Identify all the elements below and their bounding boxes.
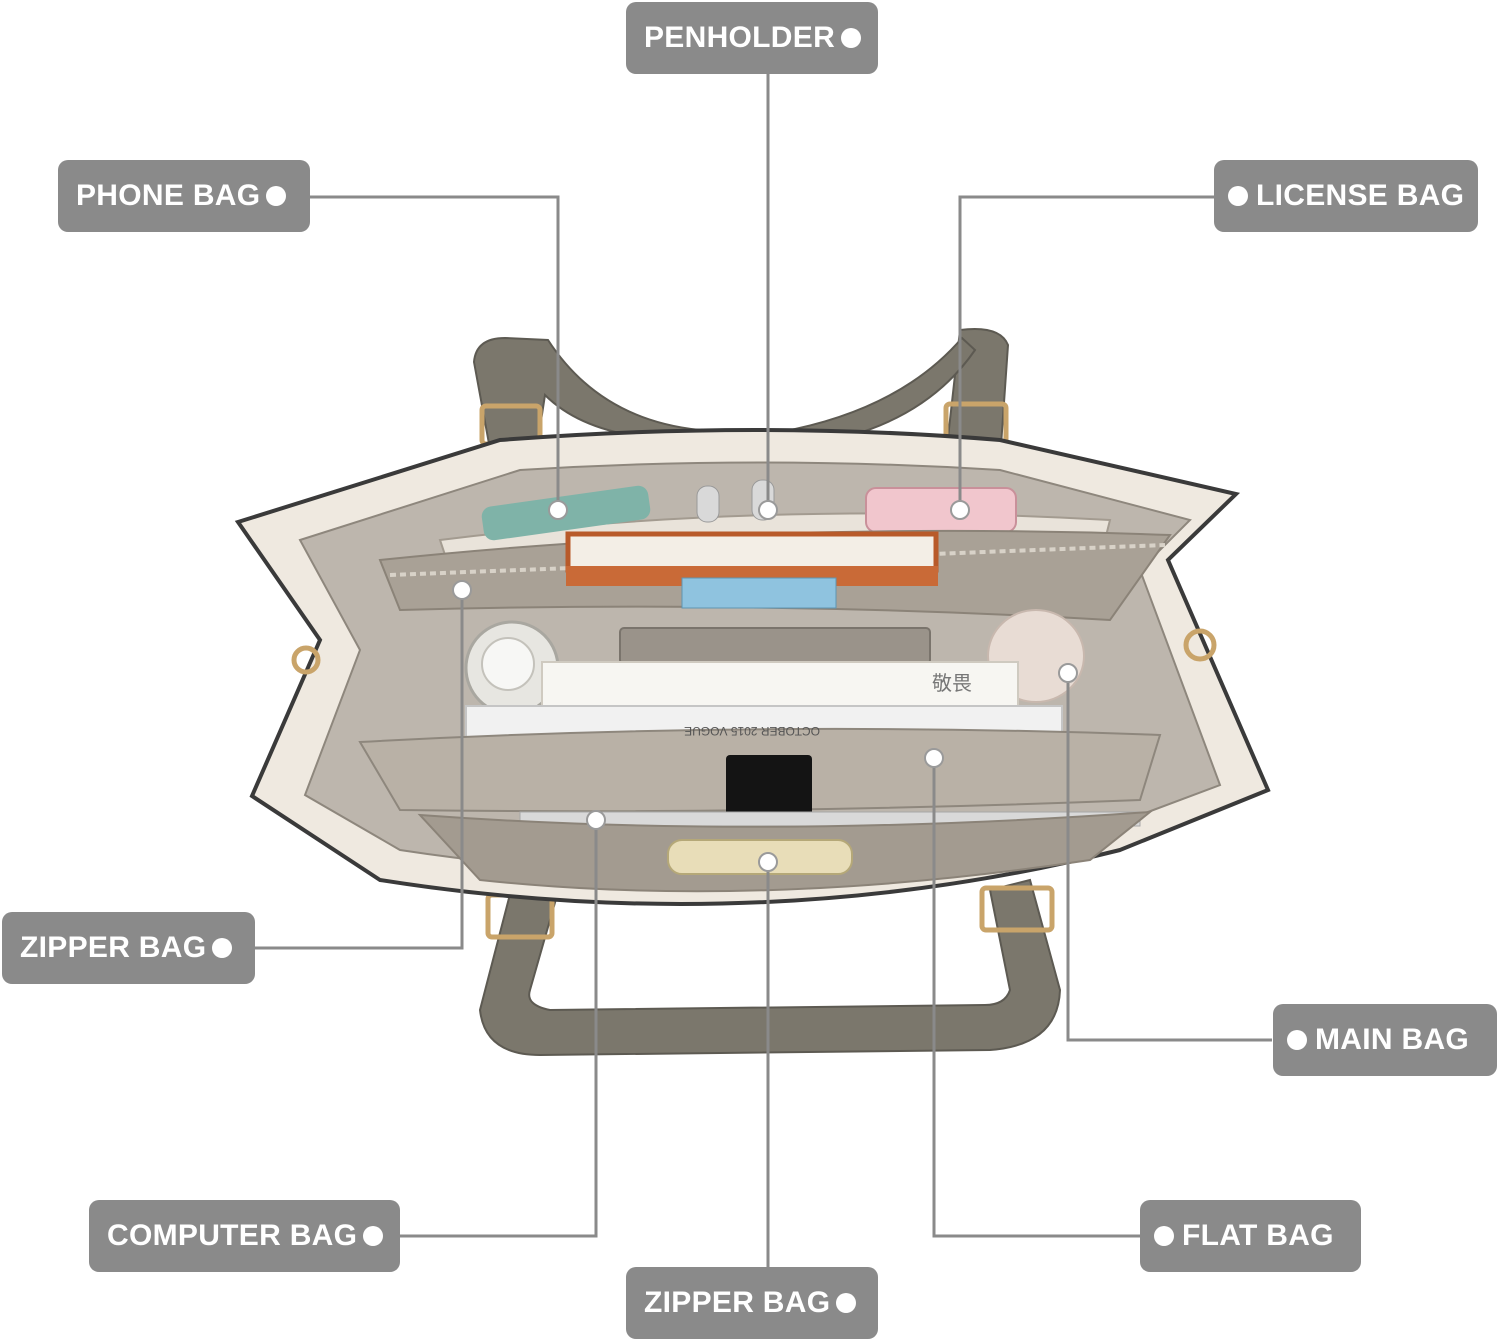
leader-license-bag bbox=[958, 195, 1215, 510]
anchor-computer-bag bbox=[586, 810, 606, 830]
label-main-bag: MAIN BAG bbox=[1273, 1004, 1497, 1076]
notebook-bottom bbox=[566, 566, 938, 586]
anchor-main-bag bbox=[1058, 663, 1078, 683]
buckle-front-right bbox=[979, 885, 1055, 933]
bottle-cap bbox=[481, 637, 535, 691]
anchor-zipper-bag-left bbox=[452, 580, 472, 600]
anchor-penholder bbox=[758, 500, 778, 520]
dot-icon bbox=[1228, 186, 1248, 206]
side-ring-right bbox=[1183, 628, 1217, 662]
anchor-flat-bag bbox=[924, 748, 944, 768]
anchor-phone-bag bbox=[548, 500, 568, 520]
side-ring-left bbox=[291, 645, 321, 675]
velcro-strap bbox=[726, 755, 812, 827]
dot-icon bbox=[212, 938, 233, 958]
book-spine-text: 敬畏 bbox=[932, 671, 972, 695]
front-handle bbox=[478, 873, 1062, 1057]
label-computer-bag-text: COMPUTER BAG bbox=[107, 1219, 358, 1252]
leader-zipper-bag-left bbox=[254, 590, 464, 950]
label-phone-bag: PHONE BAG bbox=[58, 160, 310, 232]
magazine-spine-text: OCTOBER 2015 VOGUE bbox=[684, 724, 820, 738]
dot-icon bbox=[363, 1226, 384, 1246]
notebook-top bbox=[565, 531, 939, 573]
leader-main-bag bbox=[1066, 673, 1272, 1042]
label-phone-bag-text: PHONE BAG bbox=[76, 179, 261, 212]
label-penholder-text: PENHOLDER bbox=[644, 21, 836, 54]
tissue-pack bbox=[681, 577, 837, 609]
dot-icon bbox=[1154, 1226, 1174, 1246]
label-flat-bag-text: FLAT BAG bbox=[1182, 1219, 1334, 1252]
label-license-bag-text: LICENSE BAG bbox=[1256, 179, 1465, 212]
pen-left bbox=[696, 485, 720, 523]
leader-phone-bag bbox=[308, 195, 560, 510]
dot-icon bbox=[836, 1293, 857, 1313]
anchor-license-bag bbox=[950, 500, 970, 520]
dot-icon bbox=[1287, 1030, 1307, 1050]
anchor-zipper-bag-bottom bbox=[758, 852, 778, 872]
dot-icon bbox=[841, 28, 862, 48]
leader-computer-bag bbox=[398, 820, 598, 1238]
label-computer-bag: COMPUTER BAG bbox=[89, 1200, 400, 1272]
label-main-bag-text: MAIN BAG bbox=[1315, 1023, 1470, 1056]
label-zipper-bag-bottom-text: ZIPPER BAG bbox=[644, 1286, 831, 1319]
label-zipper-bag-bottom: ZIPPER BAG bbox=[626, 1267, 878, 1339]
power-bank-item bbox=[865, 487, 1017, 533]
leader-lines bbox=[254, 74, 1272, 1268]
leader-flat-bag bbox=[932, 758, 1140, 1238]
anchor-dots bbox=[452, 500, 1078, 872]
glasses-case bbox=[619, 627, 931, 665]
label-zipper-bag-left: ZIPPER BAG bbox=[2, 912, 255, 984]
label-zipper-bag-left-text: ZIPPER BAG bbox=[20, 931, 207, 964]
back-handle-left bbox=[472, 336, 703, 461]
label-penholder: PENHOLDER bbox=[626, 2, 878, 74]
label-flat-bag: FLAT BAG bbox=[1140, 1200, 1361, 1272]
dot-icon bbox=[266, 186, 287, 206]
label-license-bag: LICENSE BAG bbox=[1214, 160, 1478, 232]
